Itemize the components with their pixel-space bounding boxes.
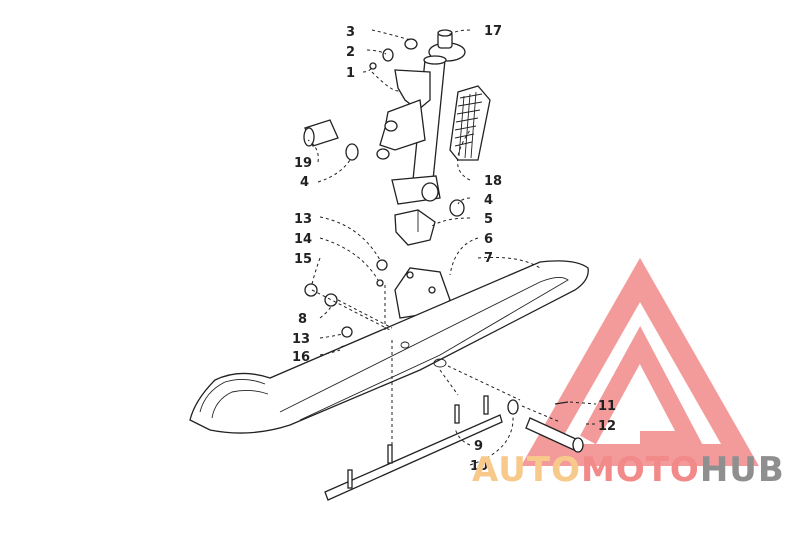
- part-4-bushing-upper: [345, 143, 359, 161]
- callout-4-lower: 4: [484, 193, 493, 208]
- callout-4-upper: 4: [300, 175, 309, 190]
- callout-6: 6: [484, 232, 493, 247]
- lower-post-clamp: [391, 175, 441, 205]
- callout-11: 11: [598, 399, 616, 414]
- part-5-bracket: [394, 209, 436, 246]
- upper-clamp-bracket: [376, 69, 431, 160]
- part-3-washer: [404, 38, 418, 50]
- part-10-washer: [507, 399, 519, 415]
- callout-15: 15: [294, 252, 312, 267]
- part-13-nut-upper: [376, 259, 388, 271]
- callout-13-upper: 13: [294, 212, 312, 227]
- watermark-word-auto: AUTO: [472, 450, 581, 490]
- callout-3: 3: [346, 25, 355, 40]
- callout-17: 17: [484, 24, 502, 39]
- callout-8: 8: [298, 312, 307, 327]
- part-6-spindle-mount: [394, 267, 451, 319]
- part-4-bushing-lower: [449, 199, 465, 217]
- part-14-washer: [376, 279, 384, 287]
- part-11-pin: [554, 401, 569, 405]
- callout-19: 19: [294, 156, 312, 171]
- callout-10: 10: [470, 459, 488, 474]
- part-15-bushing: [304, 283, 318, 297]
- part-13-nut-lower: [341, 326, 353, 338]
- callout-9: 9: [474, 439, 483, 454]
- callout-13-lower: 13: [292, 332, 310, 347]
- part-18-grip-pad: [449, 85, 491, 161]
- watermark-word-moto: MOTO: [580, 450, 700, 490]
- callout-2: 2: [346, 45, 355, 60]
- part-12-bolt: [525, 417, 584, 453]
- watermark-word-hub: HUB: [699, 450, 785, 490]
- watermark-wordmark: AUTOMOTOHUB: [472, 450, 785, 490]
- watermark-logo-icon: [521, 257, 759, 466]
- callout-16: 16: [292, 350, 310, 365]
- callout-14: 14: [294, 232, 312, 247]
- guide-lines: [307, 29, 598, 466]
- part-7-ski: [189, 260, 589, 434]
- part-19-handle-grip: [303, 119, 339, 147]
- callout-7: 7: [484, 251, 493, 266]
- callout-12: 12: [598, 419, 616, 434]
- callout-labels: 3 2 1 17 19 4 18 4 13 5 14 6 15 7 8 13 1…: [292, 24, 616, 474]
- callout-18: 18: [484, 174, 502, 189]
- callout-5: 5: [484, 212, 493, 227]
- callout-1: 1: [346, 66, 355, 81]
- part-8-spacer: [324, 293, 338, 307]
- part-1-small-nut: [369, 62, 377, 70]
- part-2-nut: [382, 48, 394, 62]
- part-9-wear-bar: [324, 395, 503, 501]
